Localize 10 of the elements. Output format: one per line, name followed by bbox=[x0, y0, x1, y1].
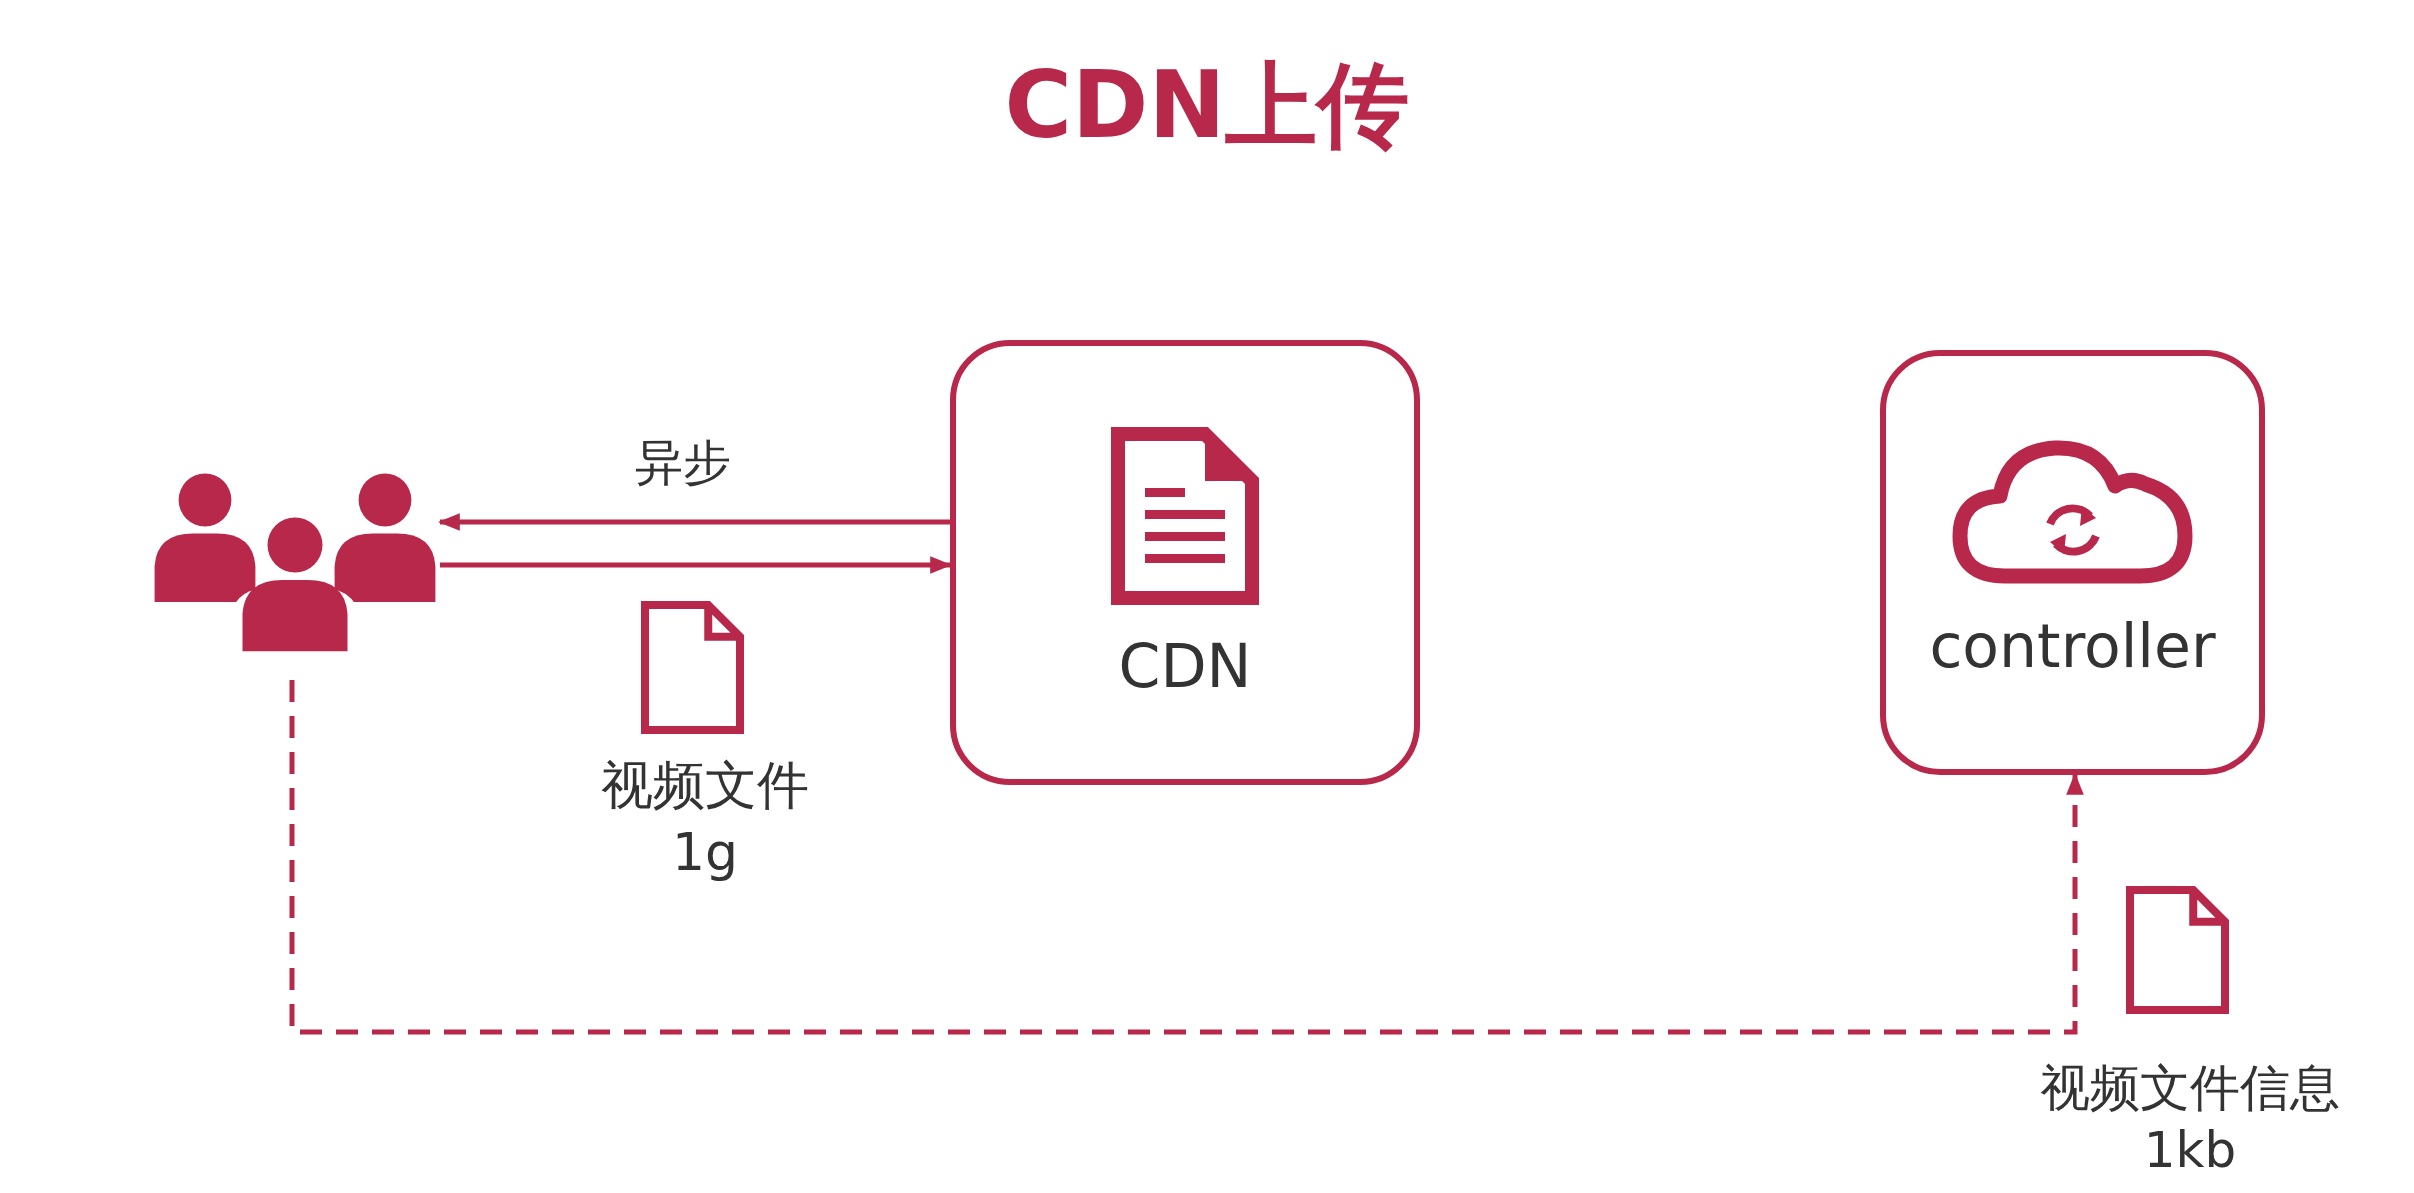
node-box bbox=[950, 340, 1420, 785]
node-box bbox=[1880, 350, 2265, 775]
text-label: 1kb bbox=[2143, 1125, 2237, 1175]
arrow bbox=[437, 513, 950, 531]
node-label: CDN bbox=[1118, 636, 1252, 696]
arrow bbox=[289, 680, 2084, 1035]
title: CDN上传 bbox=[1003, 60, 1411, 152]
text-label: 视频文件信息 bbox=[2040, 1063, 2340, 1113]
node-label: controller bbox=[1929, 616, 2216, 676]
text-label: 视频文件 bbox=[601, 759, 809, 811]
